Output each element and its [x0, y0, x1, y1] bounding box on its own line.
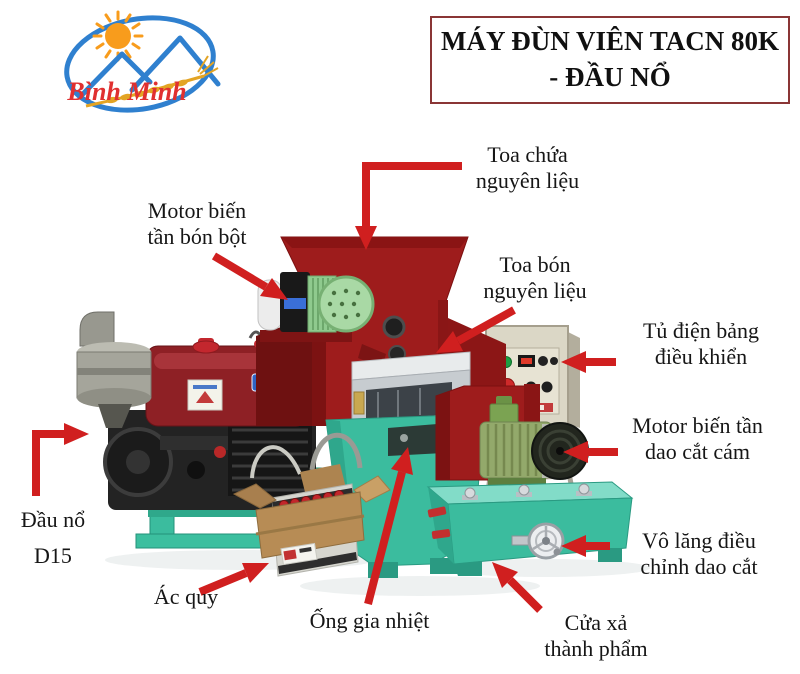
wheat-icon [85, 55, 219, 108]
arrow-cua-xa [492, 562, 543, 613]
product-title-line2: - ĐẦU NỔ [549, 62, 671, 92]
clamp-handle [427, 506, 447, 518]
product-title: MÁY ĐÙN VIÊN TACN 80K - ĐẦU NỔ [430, 16, 790, 104]
handwheel [511, 522, 565, 560]
callout-cua-xa-thanh-pham: Cửa xả thành phẩm [544, 610, 648, 661]
battery-box [232, 432, 391, 577]
brand-name-text: Bình Minh [66, 77, 186, 106]
callout-tu-dien-bang-dieu-khien: Tủ điện bảng điều khiển [642, 318, 760, 369]
callout-vo-lang-dieu-chinh-dao-cat: Vô lăng điều chỉnh dao cắt [640, 528, 758, 579]
callout-dau-no-d15: Đầu nổ D15 [20, 507, 86, 568]
logo-oval [64, 15, 216, 113]
callout-ac-quy: Ác quy [153, 584, 219, 609]
arrow-tu-dien [561, 351, 616, 373]
callout-motor-bien-tan-bon-bot: Motor biến tần bón bột [147, 198, 247, 249]
fuel-cap [192, 340, 220, 354]
arrow-motor-dao-cat [563, 441, 618, 463]
callout-ong-gia-nhiet: Ống gia nhiệt [309, 608, 430, 633]
clamp-handle [431, 529, 451, 539]
arrow-motor-bon-bot [211, 252, 288, 300]
arrow-dau-no [32, 423, 89, 496]
arrow-ac-quy [198, 563, 269, 596]
arrow-toa-bon [436, 306, 516, 353]
brand-logo: Bình Minh [64, 10, 221, 113]
arrow-vo-lang [561, 535, 610, 557]
cutter-motor [479, 396, 589, 487]
sun-icon [92, 10, 144, 62]
callout-toa-chua-nguyen-lieu: Toa chứa nguyên liệu [475, 142, 580, 193]
callout-toa-bon-nguyen-lieu: Toa bón nguyên liệu [483, 252, 587, 303]
arrow-toa-chua [355, 162, 462, 250]
callout-motor-bien-tan-dao-cat-cam: Motor biến tần dao cắt cám [632, 413, 763, 464]
arrow-ong-gia-nhiet [364, 447, 413, 605]
air-filter [76, 311, 152, 428]
product-title-line1: MÁY ĐÙN VIÊN TACN 80K [440, 26, 779, 57]
